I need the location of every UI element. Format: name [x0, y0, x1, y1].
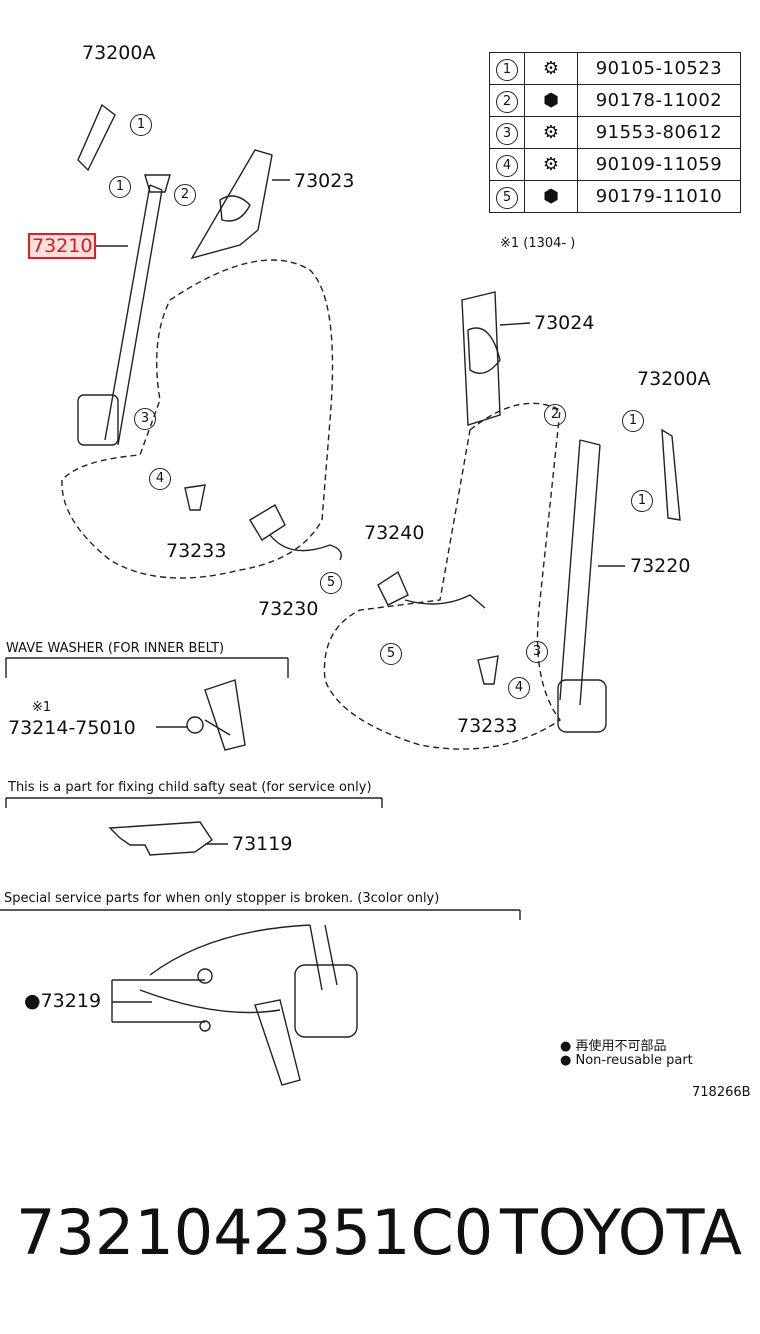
label-pillar-garnish-left[interactable]: 73023: [294, 170, 355, 192]
left-belt: [104, 184, 163, 446]
part-number[interactable]: 90179-11010: [577, 180, 741, 213]
label-stopper-part[interactable]: ●73219: [24, 990, 102, 1012]
callout-2: 2: [544, 404, 566, 426]
diagram-id: 718266B: [692, 1085, 751, 1100]
left-upper-anchor: [77, 103, 116, 172]
section-stopper: Special service parts for when only stop…: [4, 891, 440, 906]
callout-number: 3: [496, 122, 518, 145]
right-belt: [559, 439, 601, 706]
callout-3: 3: [134, 408, 156, 430]
label-child-seat-part[interactable]: 73119: [232, 833, 293, 855]
table-row: 2 ⬢ 90178-11002: [489, 84, 741, 117]
washer-note: ※1: [32, 700, 52, 715]
callout-number: 2: [496, 90, 518, 113]
section-child-seat: This is a part for fixing child safty se…: [8, 780, 372, 795]
non-reusable-bullet-icon: ●: [560, 1039, 576, 1054]
right-buckle-anchor: [477, 655, 499, 685]
table-row: 1 ⚙ 90105-10523: [489, 52, 741, 85]
non-reusable-bullet-icon: ●: [560, 1053, 576, 1068]
callout-5: 5: [380, 643, 402, 665]
callout-number: 1: [496, 58, 518, 81]
table-row: 5 ⬢ 90179-11010: [489, 180, 741, 213]
left-pillar-garnish: [190, 149, 273, 260]
callout-5: 5: [320, 572, 342, 594]
left-retractor: [77, 394, 119, 446]
callout-3: 3: [526, 641, 548, 663]
table-row: 3 ⚙ 91553-80612: [489, 116, 741, 149]
label-front-belt-left[interactable]: 73210: [27, 233, 97, 259]
callout-1: 1: [622, 410, 644, 432]
right-seat-outline: [323, 402, 562, 750]
part-number[interactable]: 90109-11059: [577, 148, 741, 181]
label-washer-part[interactable]: 73214-75010: [8, 717, 136, 739]
right-upper-anchor: [661, 428, 681, 521]
right-retractor: [557, 679, 607, 733]
part-number[interactable]: 91553-80612: [577, 116, 741, 149]
label-inner-belt-right[interactable]: 73240: [364, 522, 425, 544]
label-front-belt-right[interactable]: 73220: [630, 555, 691, 577]
stopper-belt: [309, 924, 338, 991]
washer-part: [186, 716, 204, 734]
legend-english: ● Non-reusable part: [560, 1053, 693, 1068]
footer-part-number: 7321042351C0: [16, 1196, 494, 1269]
callout-1: 1: [109, 176, 131, 198]
bolt-icon: ⚙: [542, 122, 560, 143]
stopper-retractor: [294, 964, 358, 1038]
left-buckle: [249, 504, 342, 561]
label-inner-belt-left[interactable]: 73230: [258, 598, 319, 620]
stopper-strap: [139, 924, 311, 1014]
callout-4: 4: [508, 677, 530, 699]
fastener-table: 1 ⚙ 90105-10523 2 ⬢ 90178-11002 3 ⚙ 9155…: [489, 52, 741, 213]
part-number[interactable]: 90178-11002: [577, 84, 741, 117]
callout-number: 5: [496, 186, 518, 209]
part-number[interactable]: 90105-10523: [577, 52, 741, 85]
table-row: 4 ⚙ 90109-11059: [489, 148, 741, 181]
inner-belt-detail: [204, 679, 246, 751]
bolt-icon: ⚙: [542, 58, 560, 79]
non-reusable-bullet-icon: ●: [24, 990, 41, 1012]
table-note: ※1 (1304- ): [500, 236, 576, 251]
label-upper-anchor-right[interactable]: 73200A: [637, 368, 711, 390]
section-wave-washer: WAVE WASHER (FOR INNER BELT): [6, 641, 225, 656]
footer-brand: TOYOTA: [500, 1196, 743, 1269]
legend-japanese: ● 再使用不可部品: [560, 1039, 667, 1054]
label-buckle-anchor-right[interactable]: 73233: [457, 715, 518, 737]
left-buckle-anchor: [184, 484, 206, 511]
label-buckle-anchor-left[interactable]: 73233: [166, 540, 227, 562]
nut-icon: ⬢: [543, 90, 559, 111]
child-seat-bracket: [108, 821, 213, 856]
label-pillar-garnish-right[interactable]: 73024: [534, 312, 595, 334]
label-upper-anchor-left[interactable]: 73200A: [82, 42, 156, 64]
left-seat-outline: [61, 259, 334, 579]
stopper-anchor: [254, 999, 301, 1086]
callout-2: 2: [174, 184, 196, 206]
left-guide: [144, 174, 171, 193]
callout-1: 1: [631, 490, 653, 512]
right-buckle: [377, 570, 486, 609]
callout-1: 1: [130, 114, 152, 136]
nut-icon: ⬢: [543, 186, 559, 207]
callout-4: 4: [149, 468, 171, 490]
bolt-icon: ⚙: [542, 154, 560, 175]
callout-number: 4: [496, 154, 518, 177]
right-pillar-garnish: [461, 291, 501, 426]
